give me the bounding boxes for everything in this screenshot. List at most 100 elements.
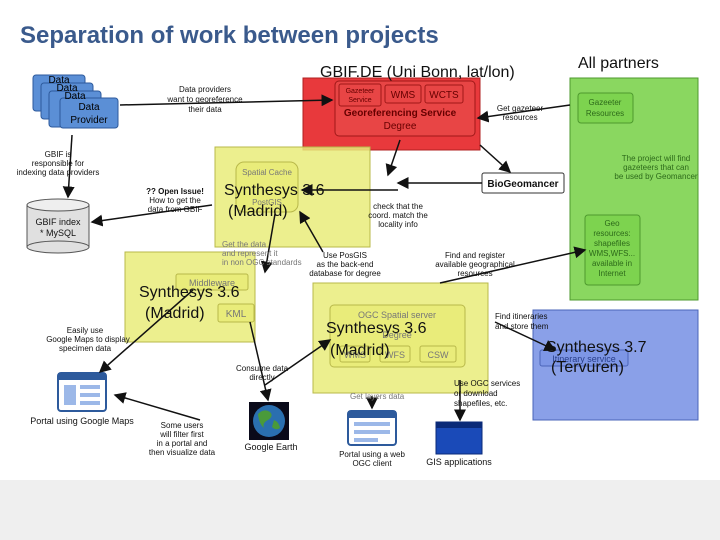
gis-app-icon xyxy=(435,421,483,455)
note-ogc-services-2: or download xyxy=(454,389,498,398)
note-find-register-2: available geographical xyxy=(435,260,515,269)
kml-label: KML xyxy=(226,309,247,320)
geo-resources-line-1: Geo xyxy=(604,219,620,228)
note-find-register-3: resources xyxy=(457,269,492,278)
wms2-label: WMS xyxy=(344,350,366,360)
data-label-1: Data xyxy=(48,75,70,86)
note-get-layers: Get layers data xyxy=(350,392,405,401)
georef-service-label: Georeferencing Service xyxy=(344,108,457,119)
portal-ogc-label-2: OGC client xyxy=(352,459,392,468)
itinerary-service-label: Itinerary service xyxy=(552,354,616,364)
itinerary-service-node xyxy=(539,349,629,367)
wcts-label: WCTS xyxy=(429,90,459,101)
note-get-data-3: in non OGC standards xyxy=(222,258,302,267)
gazetteer-resources-node xyxy=(577,92,634,124)
note-check-3: locality info xyxy=(378,220,418,229)
degree-label: Degree xyxy=(384,121,417,132)
note-consume-2: directly xyxy=(249,373,274,382)
footer-band xyxy=(0,480,720,540)
ogc-server-label: OGC Spatial server xyxy=(358,310,436,320)
georeferencing-cluster: Gazeteer Service WMS WCTS Georeferencing… xyxy=(334,80,476,137)
note-get-data-1: Get the data xyxy=(222,240,267,249)
note-project-3: be used by Geomancer xyxy=(614,172,697,181)
note-get-data-2: and represent it xyxy=(222,249,278,258)
ogc-spatial-server-node: OGC Spatial server Degree WMS WFS CSW xyxy=(329,304,466,368)
note-providers-1: Data providers xyxy=(179,85,231,94)
middleware-label: Middleware xyxy=(189,278,235,288)
gbif-index-database: GBIF index * MySQL xyxy=(26,198,90,254)
note-open-issue-2: How to get the xyxy=(149,196,201,205)
note-gazetteer-1: Get gazeteer xyxy=(497,104,544,113)
biogeomancer-label: BioGeomancer xyxy=(487,179,558,190)
note-postgis-3: database for degree xyxy=(309,269,381,278)
synth36-c-line-1: Synthesys 3.6 xyxy=(326,320,427,337)
gbif-index-label: GBIF index xyxy=(35,217,81,227)
note-itineraries-1: Find itineraries xyxy=(495,312,547,321)
note-gbif-3: indexing data providers xyxy=(17,168,100,177)
overlay-labels: GBIF.DE (Uni Bonn, lat/lon) All partners… xyxy=(139,55,659,376)
kml-node xyxy=(217,303,255,323)
note-consume-1: Consume data xyxy=(236,364,289,373)
geo-resources-node: Geo resources: shapefiles WMS,WFS... ava… xyxy=(584,214,641,286)
note-open-issue-1: ?? Open Issue! xyxy=(146,187,204,196)
globe-icon xyxy=(249,402,289,440)
data-provider-stack: Data Data Data Data Provider xyxy=(32,74,119,129)
synth36-c-line-2: (Madrid) xyxy=(330,342,390,359)
synthesys-36-region-b xyxy=(124,251,256,343)
postgis-label: PostGIS xyxy=(252,198,282,207)
data-label-2: Data xyxy=(56,83,78,94)
gbif-de-label: GBIF.DE (Uni Bonn, lat/lon) xyxy=(320,64,515,81)
synth36-a-line-1: Synthesys 3.6 xyxy=(224,182,325,199)
note-itineraries-2: and store them xyxy=(495,322,549,331)
note-open-issue-3: data from GBIF xyxy=(148,205,203,214)
gazetteer-service-label-2: Service xyxy=(348,97,371,104)
ogc-client-window-icon xyxy=(347,410,397,446)
note-check-2: coord. match the xyxy=(368,211,428,220)
note-some-users-4: then visualize data xyxy=(149,448,216,457)
spatial-cache-node: Spatial Cache PostGIS xyxy=(235,161,299,213)
provider-label: Provider xyxy=(70,115,108,126)
note-gazetteer-2: resources xyxy=(502,113,537,122)
note-some-users-2: will filter first xyxy=(159,430,204,439)
note-providers-3: their data xyxy=(188,105,222,114)
geo-resources-line-2: resources: xyxy=(593,229,630,238)
gazetteer-resources-label-2: Resources xyxy=(586,109,624,118)
spatial-cache-label: Spatial Cache xyxy=(242,168,292,177)
note-easily-1: Easily use xyxy=(67,326,104,335)
note-find-register-1: Find and register xyxy=(445,251,505,260)
note-ogc-services-1: Use OGC services xyxy=(454,379,520,388)
gazetteer-service-label-1: Gazeteer xyxy=(346,88,375,95)
gazetteer-resources-label-1: Gazeeter xyxy=(589,98,622,107)
note-postgis-1: Use PosGIS xyxy=(323,251,367,260)
all-partners-label: All partners xyxy=(578,55,659,72)
synth36-b-line-1: Synthesys 3.6 xyxy=(139,284,240,301)
note-providers-2: want to georeference xyxy=(166,95,243,104)
synth36-b-line-2: (Madrid) xyxy=(145,305,205,322)
note-gbif-1: GBIF is xyxy=(45,150,72,159)
middleware-node xyxy=(175,273,249,291)
google-earth-label: Google Earth xyxy=(244,442,297,452)
note-some-users-3: in a portal and xyxy=(157,439,208,448)
data-label-4: Data xyxy=(78,102,100,113)
note-easily-2: Google Maps to display xyxy=(46,335,130,344)
annotations: Data providers want to georeference thei… xyxy=(17,85,698,457)
mysql-label: * MySQL xyxy=(40,228,76,238)
note-gbif-2: responsible for xyxy=(32,159,85,168)
wfs-label: WFS xyxy=(385,350,405,360)
geo-resources-line-4: WMS,WFS... xyxy=(589,249,635,258)
note-postgis-2: as the back-end xyxy=(317,260,374,269)
note-easily-3: specimen data xyxy=(59,344,112,353)
page-title: Separation of work between projects xyxy=(20,22,439,49)
note-check-1: check that the xyxy=(373,202,423,211)
csw-label: CSW xyxy=(428,350,450,360)
data-label-3: Data xyxy=(64,91,86,102)
portal-ogc-label-1: Portal using a web xyxy=(339,450,405,459)
geo-resources-line-3: shapefiles xyxy=(594,239,630,248)
synth36-a-line-2: (Madrid) xyxy=(228,203,288,220)
note-ogc-services-3: shapefiles, etc. xyxy=(454,399,507,408)
note-project-2: gazeteers that can xyxy=(623,163,689,172)
connector-arrows xyxy=(62,94,587,422)
synth37-line-1: Synthesys 3.7 xyxy=(546,339,647,356)
synth37-line-2: (Tervuren) xyxy=(551,359,624,376)
